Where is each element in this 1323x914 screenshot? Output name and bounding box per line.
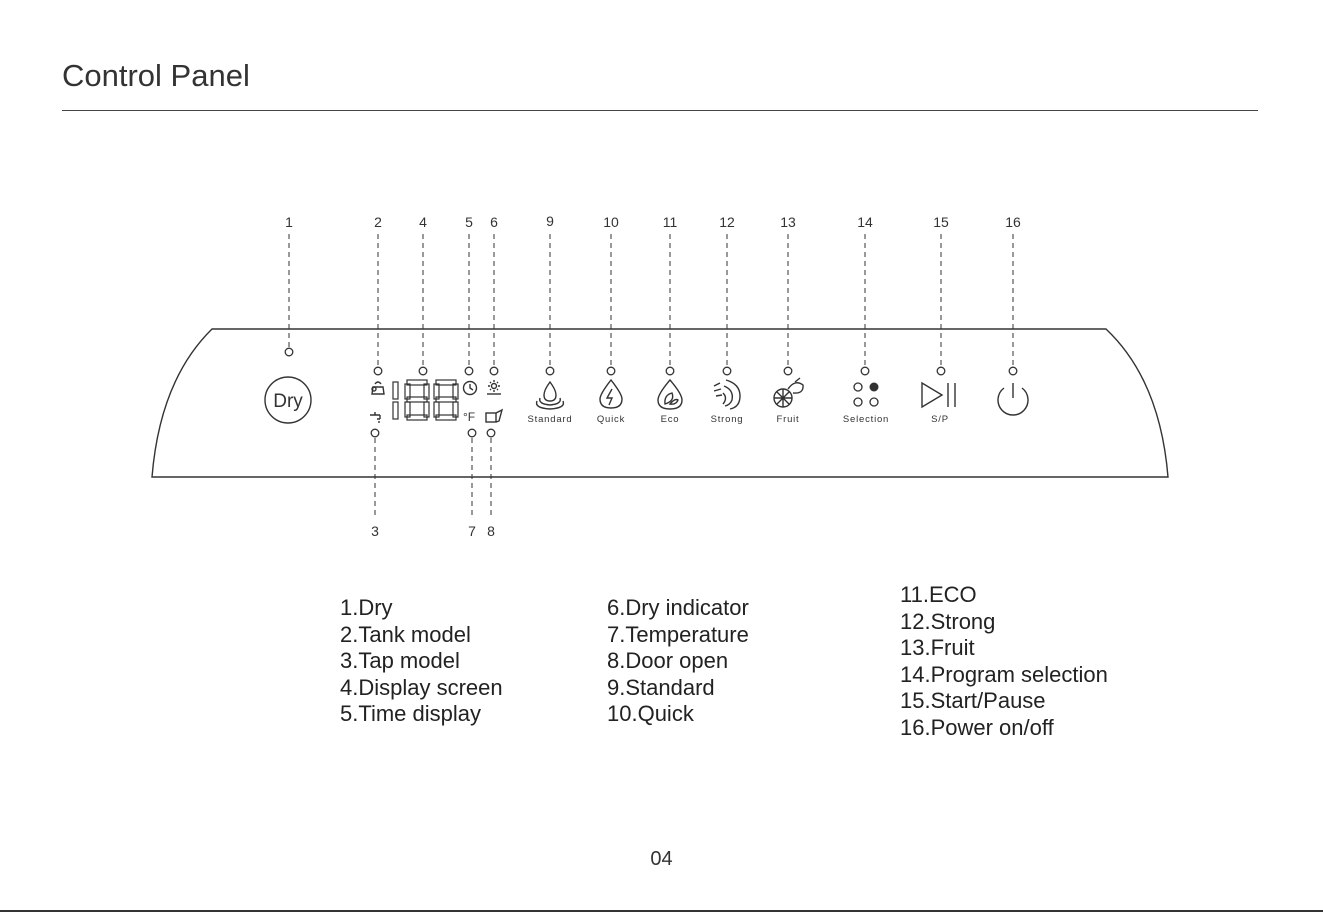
legend-item: 6.Dry indicator: [607, 595, 749, 620]
callout-4: 4: [419, 214, 427, 230]
legend-item: 3.Tap model: [340, 648, 460, 673]
selection-dots-icon: [853, 382, 879, 407]
callout-8: 8: [487, 523, 495, 539]
title-divider: [62, 110, 1258, 111]
legend-item: 10.Quick: [607, 701, 694, 726]
splash-icon: [713, 379, 741, 410]
bottom-callout-dots: [370, 428, 496, 438]
tank-icon: [371, 381, 385, 395]
legend-item: 8.Door open: [607, 648, 729, 673]
top-callout-dots: [284, 347, 1018, 376]
callout-7: 7: [468, 523, 476, 539]
callout-1: 1: [285, 214, 293, 230]
quick-label: Quick: [597, 414, 625, 425]
panel-outline: [151, 328, 1169, 478]
clock-icon: [462, 380, 478, 396]
legend-column-1: 1.Dry 2.Tank model 3.Tap model 4.Display…: [340, 595, 503, 728]
eco-label: Eco: [661, 414, 680, 425]
strong-button[interactable]: Strong: [711, 379, 744, 425]
bottom-leader-lines: [374, 438, 492, 517]
callout-12: 12: [719, 214, 735, 230]
callout-5: 5: [465, 214, 473, 230]
callout-14: 14: [857, 214, 873, 230]
legend-item: 1.Dry: [340, 595, 393, 620]
standard-label: Standard: [528, 414, 573, 425]
door-open-icon: [485, 408, 504, 423]
top-callouts: 1 2 4 5 6 9 10 11 12 13 14 15 16: [285, 213, 1021, 230]
legend-column-3: 11.ECO 12.Strong 13.Fruit 14.Program sel…: [900, 582, 1108, 741]
legend-item: 16.Power on/off: [900, 714, 1054, 740]
temperature-unit: °F: [463, 410, 475, 424]
sun-icon: [487, 380, 501, 395]
legend-item: 12.Strong: [900, 608, 996, 634]
legend-item: 11.ECO: [900, 582, 977, 607]
power-button[interactable]: [997, 383, 1029, 416]
legend-item: 13.Fruit: [900, 635, 975, 660]
legend-item: 14.Program selection: [900, 661, 1108, 687]
standard-button[interactable]: Standard: [528, 380, 573, 425]
legend-item: 5.Time display: [340, 701, 482, 726]
power-icon: [997, 383, 1029, 416]
strong-label: Strong: [711, 414, 744, 425]
dry-button[interactable]: Dry: [264, 376, 312, 424]
callout-10: 10: [603, 214, 619, 230]
callout-6: 6: [490, 214, 498, 230]
bottom-callouts: 3 7 8: [371, 523, 495, 539]
legend-item: 7.Temperature: [607, 621, 749, 647]
top-leader-lines: [288, 234, 1014, 367]
display-screen: [392, 379, 459, 421]
callout-3: 3: [371, 523, 379, 539]
citrus-icon: [773, 377, 804, 408]
bottom-divider: [0, 910, 1323, 912]
lightning-drop-icon: [599, 378, 623, 409]
callout-9: 9: [546, 213, 554, 229]
play-pause-icon: [921, 381, 956, 409]
legend-item: 4.Display screen: [340, 674, 503, 700]
callout-16: 16: [1005, 214, 1021, 230]
start-pause-button[interactable]: S/P: [921, 381, 956, 425]
fruit-button[interactable]: Fruit: [773, 377, 804, 425]
callout-2: 2: [374, 214, 382, 230]
tap-icon: [370, 412, 381, 423]
callout-13: 13: [780, 214, 796, 230]
quick-button[interactable]: Quick: [597, 378, 625, 425]
start-pause-label: S/P: [931, 414, 949, 425]
callout-11: 11: [663, 214, 678, 230]
dry-button-label: Dry: [273, 391, 303, 412]
selection-label: Selection: [843, 414, 889, 425]
legend-item: 9.Standard: [607, 674, 715, 700]
page-title: Control Panel: [62, 58, 250, 93]
selection-button[interactable]: Selection: [843, 382, 889, 426]
callout-15: 15: [933, 214, 949, 230]
eco-button[interactable]: Eco: [657, 378, 683, 425]
display-digits: 188: [0, 0, 2, 1]
legend-item: 15.Start/Pause: [900, 688, 1046, 713]
leaf-drop-icon: [657, 378, 683, 410]
legend-item: 2.Tank model: [340, 621, 471, 647]
fruit-label: Fruit: [777, 414, 800, 425]
water-drop-icon: [535, 380, 565, 410]
page-number: 04: [650, 848, 673, 870]
legend-column-2: 6.Dry indicator 7.Temperature 8.Door ope…: [607, 595, 749, 728]
